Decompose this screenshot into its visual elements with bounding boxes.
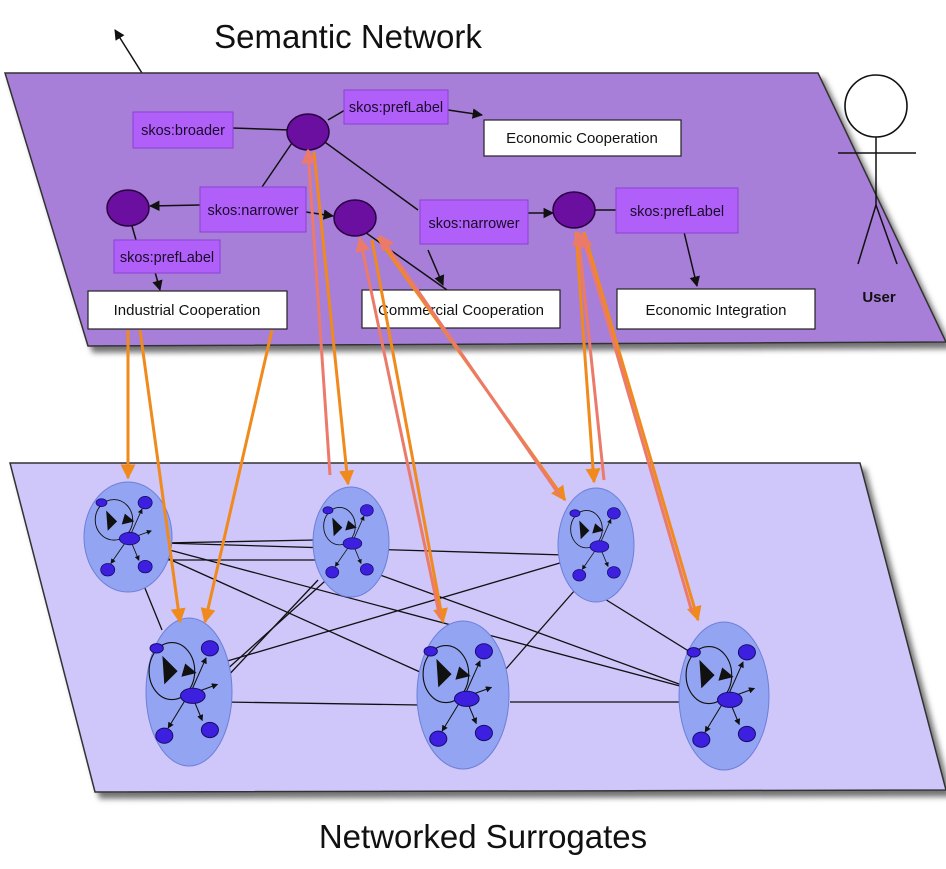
link-integration-to-bubble-6 [582,231,702,622]
tag-narrower-right-text: skos:narrower [428,216,519,232]
networked-surrogates-title: Networked Surrogates [319,818,647,855]
tag-broader: skos:broader [132,111,234,149]
surrogate-bubble-3 [557,487,635,603]
link-bubble-6-to-integration [578,232,694,613]
tag-narrower-left: skos:narrower [199,186,307,233]
edge-middle-to-commercial-a [361,229,448,291]
label-commercial-cooperation: Commercial Cooperation [361,289,561,329]
tag-narrower-right: skos:narrower [419,199,529,245]
edge-narrower-to-left [148,200,201,212]
concept-node-economic-cooperation [286,113,330,151]
concept-node-economic-integration [552,191,596,229]
edge-preflabel-top-a [327,109,346,121]
edge-narrower-stem [261,139,295,188]
tag-narrower-left-text: skos:narrower [207,203,298,219]
surrogate-bubble-1 [83,481,173,593]
tag-preflabel-right-text: skos:prefLabel [630,204,724,220]
label-industrial-cooperation: Industrial Cooperation [87,290,288,330]
concept-node-industrial-cooperation [106,189,150,227]
edge-preflabel-top-b [447,108,484,119]
link-bubble-5-to-commercial [355,236,442,619]
edge-narrower-right-stem [321,139,419,211]
tag-preflabel-top-text: skos:prefLabel [349,100,443,116]
label-economic-integration: Economic Integration [616,288,816,330]
tag-preflabel-left: skos:prefLabel [113,239,221,274]
edge-left-to-preflabel [131,225,137,241]
concept-node-commercial-cooperation [333,199,377,237]
surrogate-bubble-2 [312,486,390,598]
surrogate-bubble-4 [145,617,233,767]
edge-preflabel-right-b [683,231,700,288]
label-economic-cooperation: Economic Cooperation [483,119,682,157]
label-industrial-cooperation-text: Industrial Cooperation [114,302,261,319]
tag-broader-text: skos:broader [141,123,225,139]
link-economic-coop-to-bubble-2 [312,151,355,486]
edge-preflabel-to-industrial [152,271,163,292]
edge-middle-to-commercial-b [427,249,445,286]
link-industrial-to-bubble-4 [138,329,186,624]
tag-preflabel-left-text: skos:prefLabel [120,250,214,266]
surrogate-bubble-5 [416,620,510,770]
label-economic-cooperation-text: Economic Cooperation [506,130,658,147]
user-label: User [862,289,896,306]
tag-preflabel-right: skos:prefLabel [615,187,739,234]
edge-broader [231,127,291,131]
tag-preflabel-top: skos:prefLabel [343,89,449,125]
link-economic-coop-to-bubble-4 [200,329,274,624]
label-commercial-cooperation-text: Commercial Cooperation [378,302,544,319]
label-economic-integration-text: Economic Integration [646,302,787,319]
link-bubble-2-to-economic-coop [301,148,332,476]
cross-layer-links [120,148,702,624]
surrogate-bubble-6 [678,621,770,771]
semantic-network-title: Semantic Network [214,18,482,55]
link-bubble-3-to-commercial [378,234,562,497]
link-commercial-to-bubble-5 [370,239,448,624]
surrogate-links [139,539,696,736]
user-figure-icon [838,74,916,265]
link-integration-to-bubble-3 [574,231,601,484]
link-bubble-3-to-integration [571,230,606,481]
